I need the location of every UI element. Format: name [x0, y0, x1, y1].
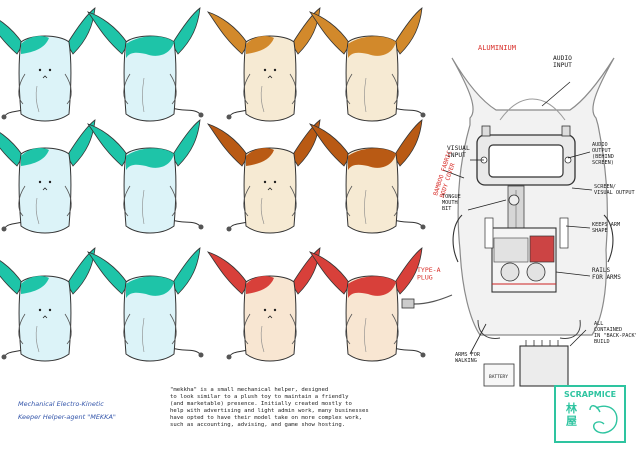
character-figure	[206, 7, 321, 122]
character-figure	[0, 119, 96, 234]
plug-icon	[401, 298, 415, 309]
character-figure	[308, 7, 426, 122]
character-figure	[308, 247, 426, 362]
character-figure	[308, 119, 426, 234]
label-text: SCREEN/VISUAL OUTPUT	[594, 184, 635, 196]
scrapmice-logo: SCRAPMICE 林屋	[554, 385, 626, 443]
screen	[488, 144, 564, 178]
label-text: 林屋	[566, 401, 577, 428]
label-battery: BATTERY	[489, 374, 508, 380]
battery-box	[519, 345, 569, 387]
character-figure	[86, 119, 204, 234]
tongue-gear-icon	[508, 194, 520, 206]
leader-lines	[442, 81, 593, 355]
mouse-icon	[589, 405, 618, 434]
svg-text:SCRAPMICE: SCRAPMICE	[564, 390, 616, 399]
caption-line-1: Mechanical Electro-Kinetic	[18, 400, 104, 408]
character-figure	[0, 7, 96, 122]
label-screen: SCREEN/VISUAL OUTPUT	[594, 184, 635, 196]
description-text: "mekkha" is a small mechanical helper, d…	[170, 387, 369, 428]
character-figure	[86, 247, 204, 362]
caption-line-2: Keeper Helper-agent "MEKKA"	[18, 413, 116, 421]
character-figure	[86, 7, 204, 122]
character-grid	[0, 7, 426, 362]
character-figure	[0, 247, 96, 362]
schematic-body-outline	[451, 57, 615, 336]
character-figure	[206, 247, 321, 362]
label-aluminium: ALUMINIUM	[478, 44, 516, 52]
character-figure	[206, 119, 321, 234]
plug-cable	[413, 294, 453, 305]
